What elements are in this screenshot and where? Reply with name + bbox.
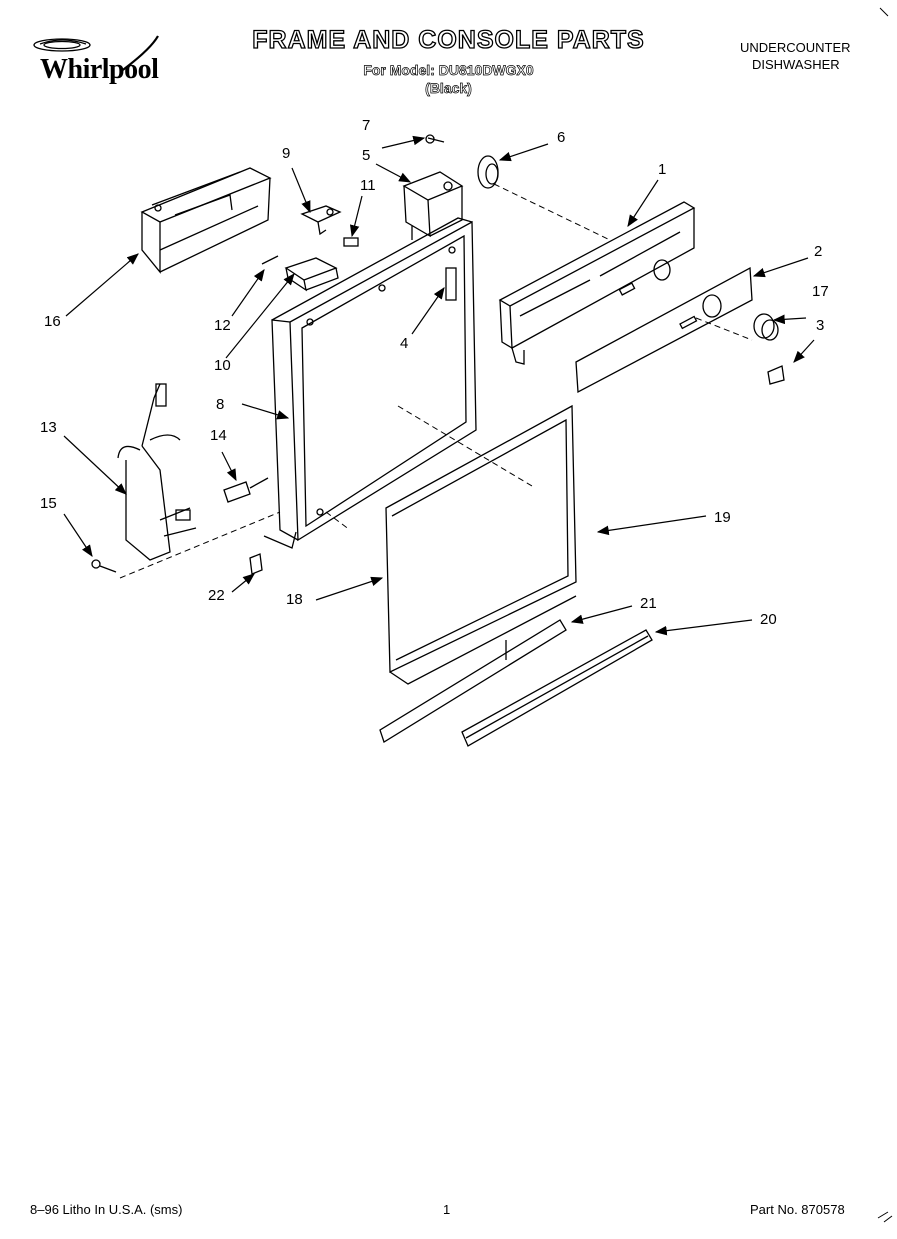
alignment-lines xyxy=(119,183,753,579)
callout-1: 1 xyxy=(658,161,667,178)
callout-5: 5 xyxy=(362,147,371,164)
callout-4: 4 xyxy=(400,335,409,352)
callout-19: 19 xyxy=(714,509,731,526)
callout-8: 8 xyxy=(216,396,225,413)
part-1-console xyxy=(498,201,696,365)
part-6-dial xyxy=(477,155,499,189)
callout-12: 12 xyxy=(214,317,231,334)
part-20-trim xyxy=(461,629,653,747)
corner-mark xyxy=(877,1211,893,1223)
part-12-pin xyxy=(261,255,279,265)
part-7-screw xyxy=(425,134,445,144)
callout-13: 13 xyxy=(40,419,57,436)
callout-16: 16 xyxy=(44,313,61,330)
callout-6: 6 xyxy=(557,129,566,146)
model-line: For Model: DU810DWGX0 xyxy=(363,62,534,79)
page-title: FRAME AND CONSOLE PARTS xyxy=(252,25,645,54)
product-type-line2: DISHWASHER xyxy=(752,57,840,72)
part-10-holder xyxy=(284,257,339,292)
callout-7: 7 xyxy=(362,117,371,134)
part-11-plug xyxy=(343,237,359,247)
callout-22: 22 xyxy=(208,587,225,604)
part-14-connector xyxy=(223,477,269,503)
part-18-19-door-panel xyxy=(385,404,577,685)
footer-litho: 8–96 Litho In U.S.A. (sms) xyxy=(30,1202,183,1217)
callout-3: 3 xyxy=(816,317,825,334)
part-21-strip xyxy=(379,619,567,743)
callout-15: 15 xyxy=(40,495,57,512)
color-line: (Black) xyxy=(425,80,472,97)
leader-arrows xyxy=(63,135,815,636)
brand-logo-icon xyxy=(33,35,159,73)
part-16-cover xyxy=(140,167,272,274)
callout-17: 17 xyxy=(812,283,829,300)
callout-21: 21 xyxy=(640,595,657,612)
callout-20: 20 xyxy=(760,611,777,628)
callout-14: 14 xyxy=(210,427,227,444)
callout-11: 11 xyxy=(360,177,376,194)
part-5-switch xyxy=(402,171,464,240)
corner-mark-top xyxy=(879,7,889,17)
part-13-harness xyxy=(117,383,197,561)
part-17-knob xyxy=(753,313,779,341)
part-8-frame xyxy=(263,217,477,549)
part-15-screw xyxy=(91,559,117,573)
callout-2: 2 xyxy=(814,243,823,260)
part-9-bracket xyxy=(300,205,342,236)
part-22-clip xyxy=(249,553,263,575)
product-type-line1: UNDERCOUNTER xyxy=(740,40,851,55)
part-3-clip xyxy=(767,365,785,385)
footer-part-number: Part No. 870578 xyxy=(750,1202,845,1217)
footer-page-number: 1 xyxy=(443,1202,451,1217)
part-2-panel xyxy=(575,266,753,394)
callout-18: 18 xyxy=(286,591,303,608)
callout-9: 9 xyxy=(282,145,291,162)
callout-10: 10 xyxy=(214,357,231,374)
part-4-slide xyxy=(445,267,457,301)
brand-name: Whirlpool xyxy=(40,54,159,85)
